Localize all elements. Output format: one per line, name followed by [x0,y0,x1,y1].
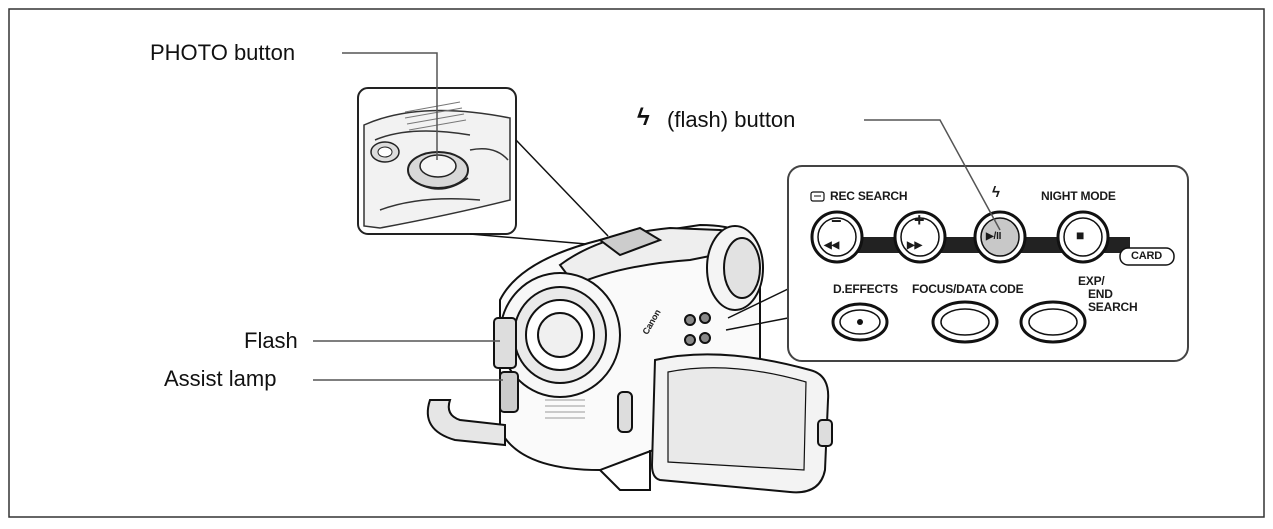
photo-button-inset [357,87,609,246]
rewind-icon: ◀◀ [824,240,839,251]
control-panel-callout [725,165,1189,362]
leader-photo-button [342,52,438,160]
panel-flash-symbol-icon: ϟ [992,184,1000,201]
camcorder-body [426,223,833,494]
panel-exp-line2: END [1088,287,1113,301]
panel-night-mode: NIGHT MODE [1041,189,1116,203]
label-photo-button: PHOTO button [150,40,296,65]
stop-icon: ■ [1076,227,1085,243]
flash-symbol-icon: ϟ [637,104,650,131]
label-assist-lamp: Assist lamp [164,366,277,391]
panel-card-badge: CARD [1131,250,1162,262]
minus-icon: − [831,211,842,231]
diagram-frame [8,8,1265,518]
fast-forward-icon: ▶▶ [907,240,922,251]
play-pause-icon: ▶/II [986,231,1002,242]
leader-flash-button [864,119,1001,231]
leader-lines [313,52,1001,381]
panel-rec-search: REC SEARCH [830,189,908,203]
label-flash: Flash [244,328,298,353]
plus-icon: + [914,210,925,230]
panel-focus-data-code: FOCUS/DATA CODE [912,282,1024,296]
label-flash-button: (flash) button [667,107,796,132]
panel-d-effects: D.EFFECTS [833,282,898,296]
panel-exp-line3: SEARCH [1088,300,1138,314]
panel-exp-line1: EXP/ [1078,274,1105,288]
